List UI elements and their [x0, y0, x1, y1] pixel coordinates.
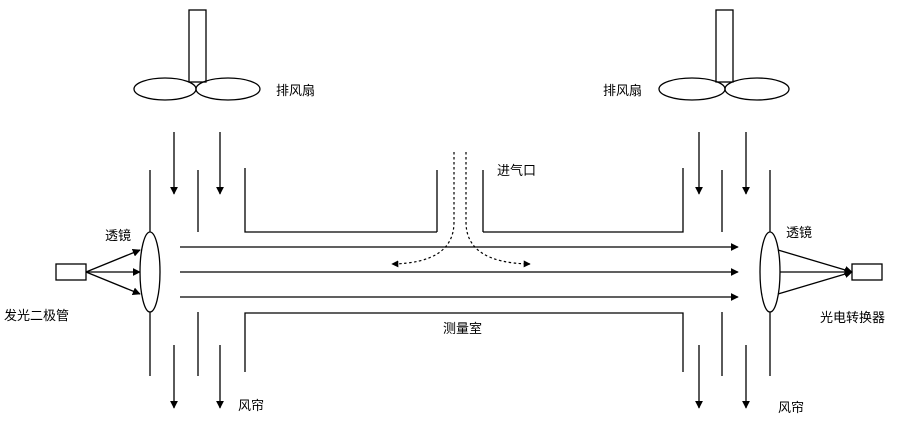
lens-label-right: 透镜 — [786, 226, 812, 241]
air-curtain-right — [695, 132, 750, 409]
lens-right — [759, 170, 781, 376]
lens-left — [139, 170, 161, 376]
led-emitter — [55, 249, 141, 295]
led-label: 发光二极管 — [4, 308, 69, 324]
air-inlet — [391, 152, 531, 268]
fan-label-right: 排风扇 — [603, 83, 642, 99]
air-inlet-label: 进气口 — [497, 163, 536, 179]
measurement-chamber — [244, 168, 684, 372]
photoelectric-converter — [777, 249, 883, 295]
light-beams — [180, 243, 739, 301]
lens-label-left: 透镜 — [105, 229, 131, 244]
fan-label-left: 排风扇 — [276, 83, 315, 99]
curtain-label-right: 风帘 — [778, 400, 804, 416]
exhaust-fan-right — [658, 9, 790, 101]
air-curtain-left — [170, 132, 224, 409]
curtain-label-left: 风帘 — [238, 398, 264, 414]
converter-label: 光电转换器 — [820, 311, 885, 326]
chamber-label: 测量室 — [443, 321, 482, 337]
exhaust-fan-left — [133, 9, 261, 101]
